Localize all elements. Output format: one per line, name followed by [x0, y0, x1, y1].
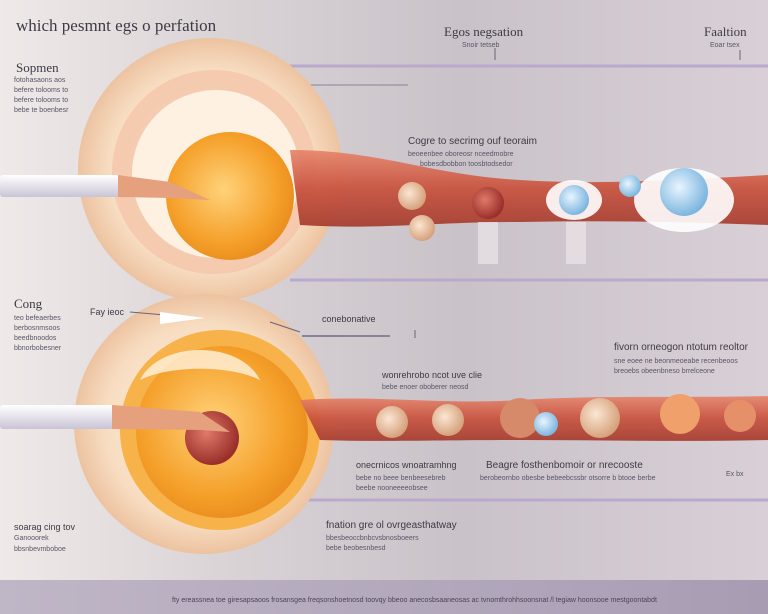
top-mid-sub-1: beoeenbee oboreosr nceedmobre — [408, 151, 514, 158]
mid-left-line-2: berbosnmsoos — [14, 325, 60, 332]
top-left-line-2: befere tolooms to — [14, 87, 69, 94]
bottom-left-panel-sub-2: bbsnbevmboboe — [14, 546, 66, 553]
center-subtitle: Snoir tetseb — [462, 42, 500, 49]
upper-cell-1 — [398, 182, 426, 210]
right-mid-title: fivorn orneogon ntotum reoltor — [614, 342, 748, 353]
upper-blue-cell — [559, 185, 589, 215]
page-title: which pesmnt egs o perfation — [16, 16, 217, 35]
bottom-left-sub-1: bebe no beee benbeesebreb — [356, 475, 446, 482]
right-mid-sub-1: sne eoee ne beonmeoeabe recenbeoos — [614, 358, 738, 365]
top-mid-title: Cogre to secrimg ouf teoraim — [408, 136, 537, 147]
bottom-right-title: Beagre fosthenbomoir or nrecooste — [486, 460, 643, 471]
mid-center-label-2: wonrehrobo ncot uve clie — [382, 370, 483, 380]
mid-left-title: Cong — [14, 296, 43, 311]
bottom-left-title: onecrnicos wnoatramhng — [356, 460, 457, 470]
top-mid-sub-2: bobesdbobbon toosbtodsedor — [420, 161, 513, 168]
top-left-line-4: bebe te boenbesr — [14, 107, 69, 114]
top-left-line-1: fotohasaons aos — [14, 77, 66, 84]
mid-left-line-3: beedbnoodos — [14, 335, 57, 342]
top-left-line-3: befere tolooms to — [14, 97, 69, 104]
fay-label: Fay ieoc — [90, 307, 125, 317]
guide-lines — [262, 64, 768, 502]
upper-egg-cell — [78, 38, 342, 302]
upper-pipette — [0, 175, 120, 197]
right-mid-sub-2: breoebs obeenbneso brrelceone — [614, 368, 715, 375]
mid-left-line-4: bbnorbobesner — [14, 345, 62, 352]
bottom-left-panel-sub: Ganooorek — [14, 535, 49, 542]
center-title: Egos negsation — [444, 24, 524, 39]
right-title: Faaltion — [704, 24, 747, 39]
mid-center-label: conebonative — [322, 314, 376, 324]
lower-center-title: fnation gre ol ovrgeasthatway — [326, 520, 457, 531]
mid-center-sub: bebe enoer oboberer neosd — [382, 384, 469, 391]
mid-left-line-1: teo befeaerbes — [14, 315, 61, 322]
bottom-left-sub-2: beebe nooneeeeobsee — [356, 485, 428, 492]
bottom-left-panel-title: soarag cing tov — [14, 522, 76, 532]
footer-band — [0, 580, 768, 614]
top-left-title: Sopmen — [16, 60, 59, 75]
footer-text: fty ereassnea toe giresapsaoos frosansge… — [172, 597, 657, 604]
lower-center-sub-1: bbesbeoccbnbcvsbnosboeers — [326, 535, 419, 542]
right-subtitle: Eoar tsex — [710, 42, 740, 49]
bottom-right-sub: berobeornbo obesbe bebeebcssbr otsorre b… — [480, 475, 656, 482]
lower-center-sub-2: bebe beobesnbesd — [326, 545, 386, 552]
lower-cell-1 — [376, 406, 408, 438]
lower-pipette — [0, 405, 115, 429]
bottom-right-sub-2: Ex bx — [726, 471, 744, 478]
